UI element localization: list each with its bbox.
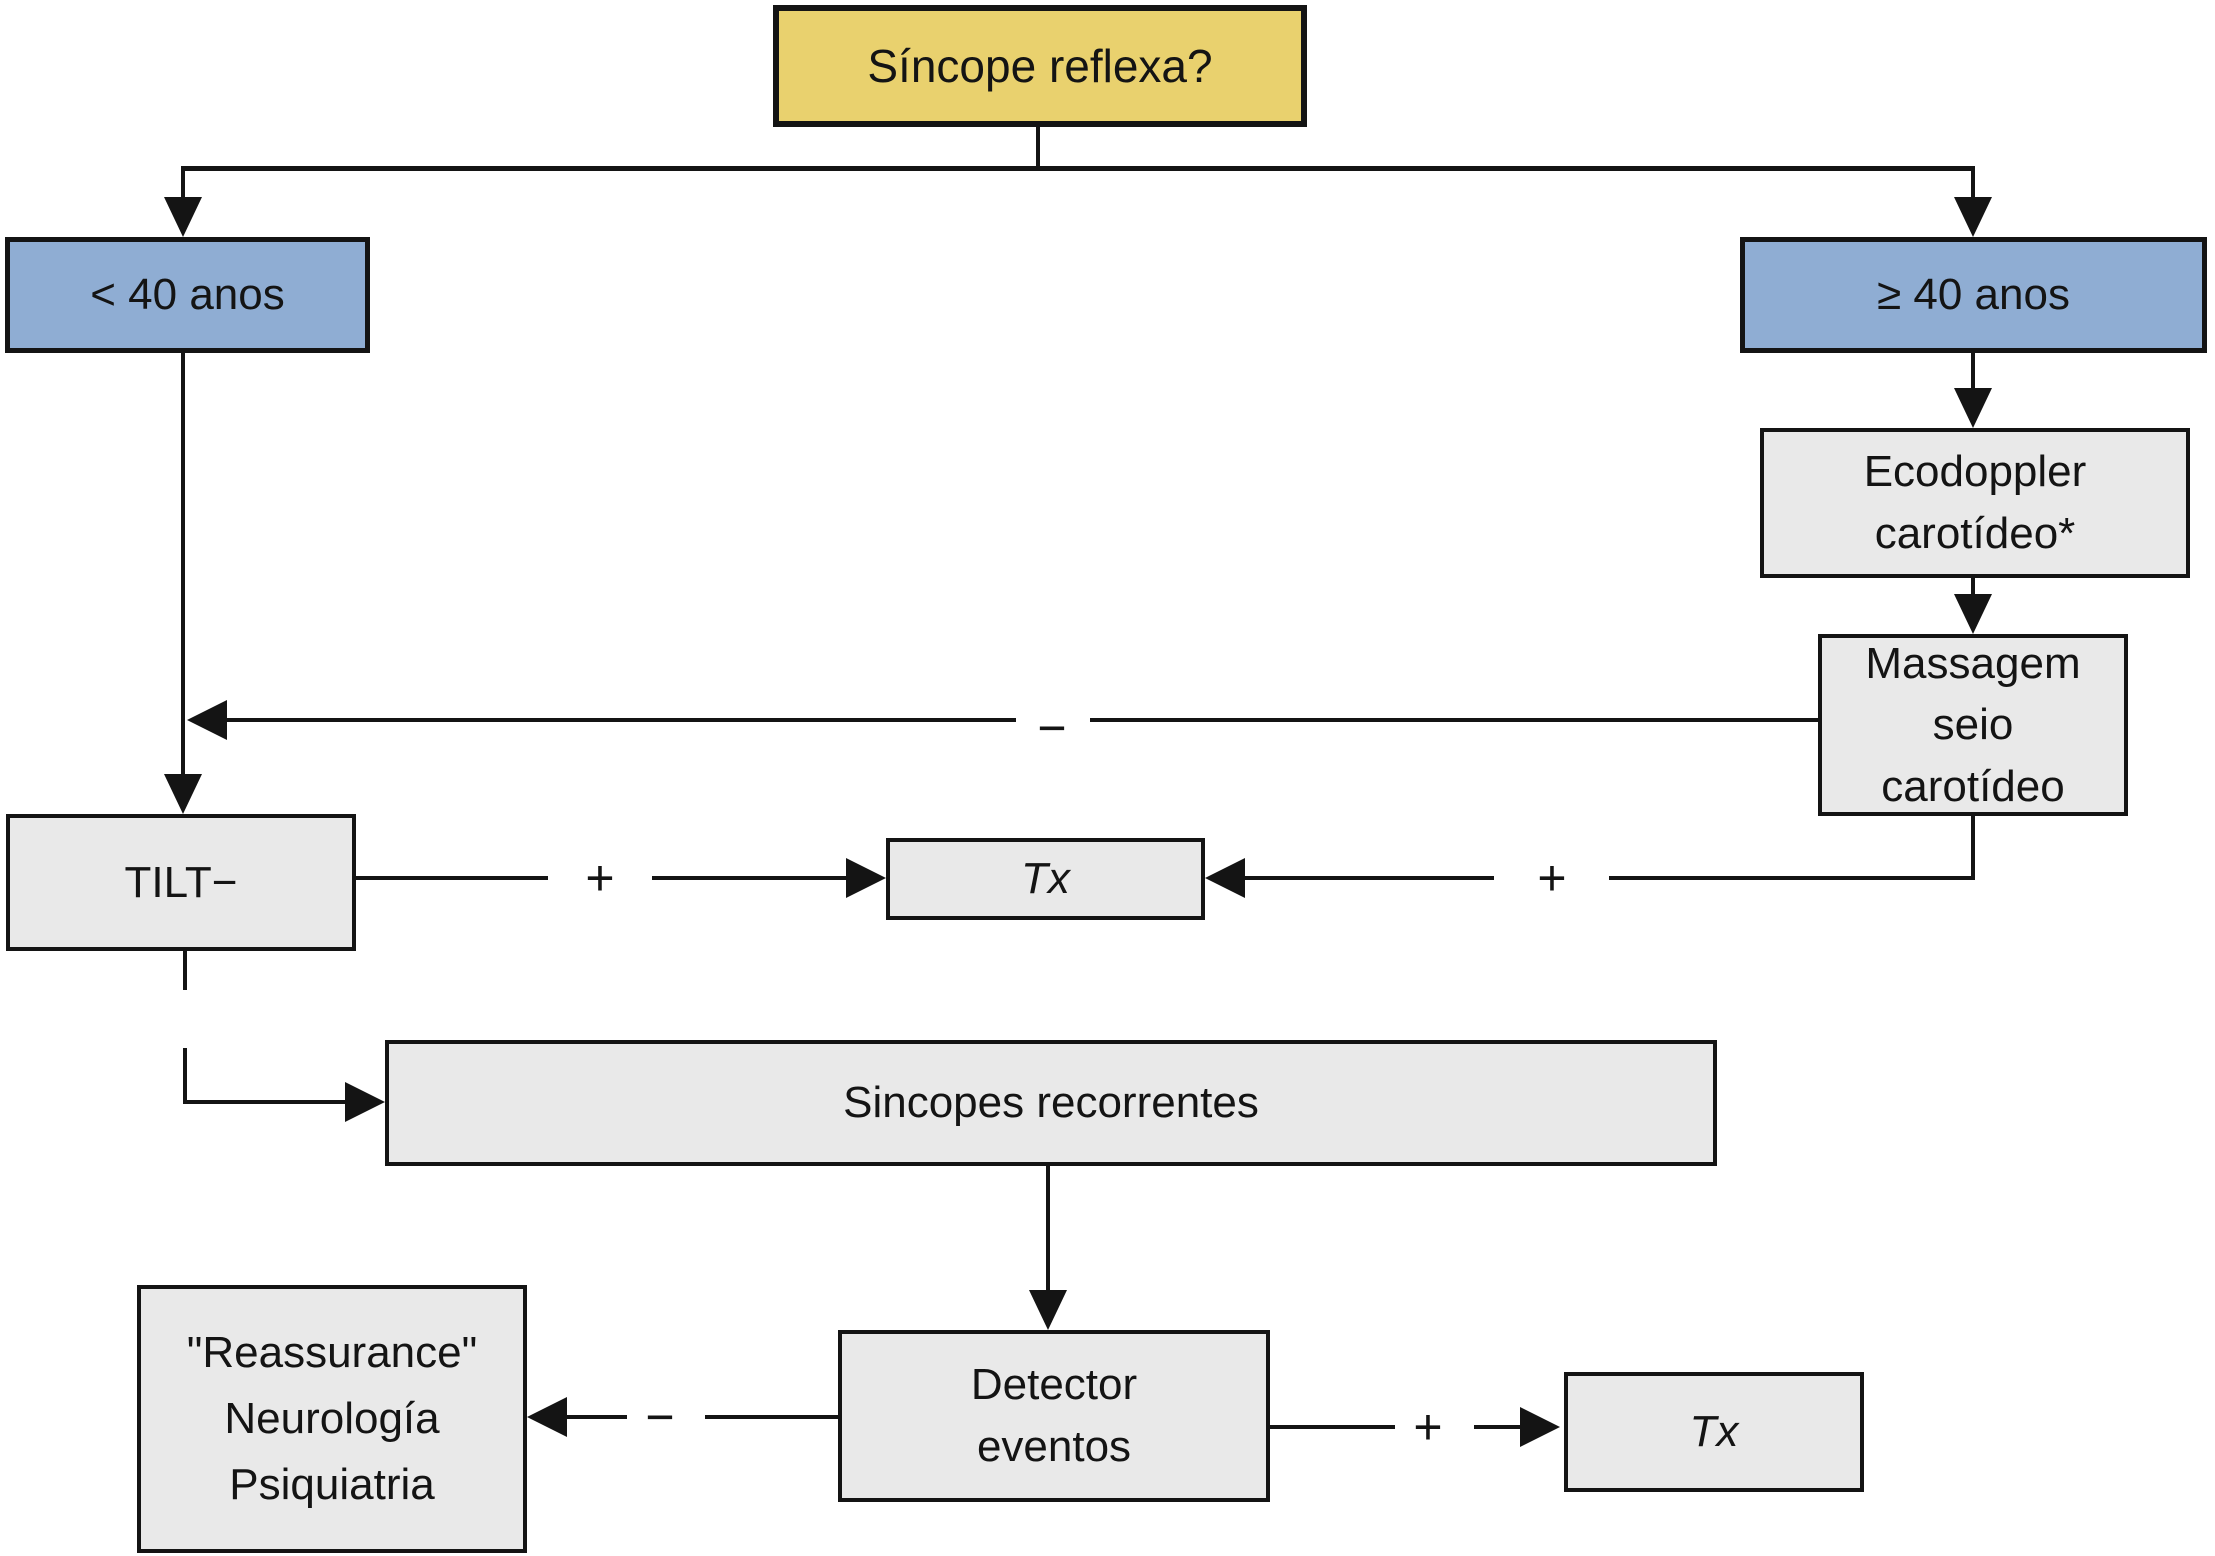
arrowhead-into-tx-center-from-right bbox=[1205, 858, 1245, 898]
arrowhead-into-ecodoppler bbox=[1954, 388, 1992, 428]
node-sincopes-recorrentes-label: Sincopes recorrentes bbox=[843, 1077, 1259, 1127]
connector-tilt-to-sincopes bbox=[183, 1100, 345, 1104]
node-tx-center-label: Tx bbox=[1021, 854, 1070, 904]
connector-massagem-negative-right-segment bbox=[1090, 718, 1818, 722]
node-over-40-anos-label: ≥ 40 anos bbox=[1877, 270, 2070, 320]
node-detector-eventos: Detector eventos bbox=[838, 1330, 1270, 1502]
node-reassurance-line2: Neurología bbox=[224, 1394, 440, 1443]
node-tx-right-label: Tx bbox=[1689, 1407, 1739, 1457]
node-under-40-anos: < 40 anos bbox=[5, 237, 370, 353]
edge-label-detector-positive: + bbox=[1413, 1399, 1443, 1455]
connector-massagem-positive-segment1 bbox=[1609, 876, 1975, 880]
node-under-40-anos-label: < 40 anos bbox=[90, 270, 285, 320]
node-sincope-reflexa-label: Síncope reflexa? bbox=[867, 39, 1213, 92]
node-tx-center: Tx bbox=[886, 838, 1205, 920]
arrowhead-into-reassurance bbox=[527, 1397, 567, 1437]
node-tilt-negative-label: TILT− bbox=[124, 857, 238, 907]
arrowhead-into-tx-right bbox=[1520, 1407, 1560, 1447]
connector-over40-to-ecodoppler bbox=[1971, 353, 1975, 391]
node-massagem-line2: seio bbox=[1932, 700, 2014, 750]
node-massagem-line3: carotídeo bbox=[1881, 761, 2065, 811]
connector-tilt-down-segment2 bbox=[183, 1048, 187, 1104]
connector-under40-to-tilt bbox=[181, 353, 185, 777]
node-detector-line1: Detector bbox=[970, 1360, 1138, 1410]
node-sincope-reflexa: Síncope reflexa? bbox=[773, 5, 1307, 127]
arrowhead-massagem-negative bbox=[187, 700, 227, 740]
connector-tilt-positive-segment2 bbox=[652, 876, 848, 880]
arrowhead-into-tilt bbox=[164, 774, 202, 814]
edge-label-detector-negative: − bbox=[645, 1389, 675, 1445]
connector-detector-positive-segment1 bbox=[1270, 1425, 1395, 1429]
connector-massagem-positive-segment2 bbox=[1245, 876, 1494, 880]
node-reassurance-line3: Psiquiatria bbox=[229, 1460, 435, 1509]
node-massagem-line1: Massagem bbox=[1865, 638, 2081, 688]
connector-over40-stem bbox=[1971, 166, 1975, 200]
node-sincopes-recorrentes: Sincopes recorrentes bbox=[385, 1040, 1717, 1166]
arrowhead-into-over40 bbox=[1954, 197, 1992, 237]
connector-under40-stem bbox=[181, 166, 185, 200]
edge-label-massagem-negative: − bbox=[1037, 700, 1067, 756]
connector-detector-negative-segment1 bbox=[705, 1415, 838, 1419]
connector-tilt-positive-segment1 bbox=[356, 876, 548, 880]
arrowhead-into-tx-center-from-left bbox=[846, 858, 886, 898]
connector-root-stem bbox=[1036, 125, 1040, 168]
node-ecodoppler-line1: Ecodoppler bbox=[1863, 447, 2087, 497]
node-reassurance-neurologia-psiquiatria: "Reassurance" Neurología Psiquiatria bbox=[137, 1285, 527, 1553]
edge-label-massagem-positive: + bbox=[1537, 850, 1567, 906]
connector-detector-negative-segment2 bbox=[567, 1415, 627, 1419]
connector-massagem-negative-left-segment bbox=[227, 718, 1016, 722]
connector-detector-positive-segment2 bbox=[1474, 1425, 1522, 1429]
connector-tilt-down-segment1 bbox=[183, 951, 187, 990]
arrowhead-into-under40 bbox=[164, 197, 202, 237]
node-ecodoppler-carotideo: Ecodoppler carotídeo* bbox=[1760, 428, 2190, 578]
node-ecodoppler-line2: carotídeo* bbox=[1874, 509, 2076, 558]
node-detector-line2: eventos bbox=[976, 1422, 1132, 1471]
connector-massagem-positive-stem bbox=[1971, 816, 1975, 878]
node-massagem-seio-carotideo: Massagem seio carotídeo bbox=[1818, 634, 2128, 816]
connector-sincopes-to-detector bbox=[1046, 1166, 1050, 1290]
node-reassurance-line1: "Reassurance" bbox=[186, 1328, 478, 1377]
node-over-40-anos: ≥ 40 anos bbox=[1740, 237, 2207, 353]
node-tilt-negative: TILT− bbox=[6, 814, 356, 951]
arrowhead-into-detector bbox=[1029, 1290, 1067, 1330]
node-tx-right: Tx bbox=[1564, 1372, 1864, 1492]
arrowhead-into-sincopes bbox=[345, 1082, 385, 1122]
edge-label-tilt-positive: + bbox=[585, 850, 615, 906]
connector-split-horizontal bbox=[181, 166, 1975, 171]
connector-ecodoppler-to-massagem bbox=[1971, 578, 1975, 596]
arrowhead-into-massagem bbox=[1954, 594, 1992, 634]
